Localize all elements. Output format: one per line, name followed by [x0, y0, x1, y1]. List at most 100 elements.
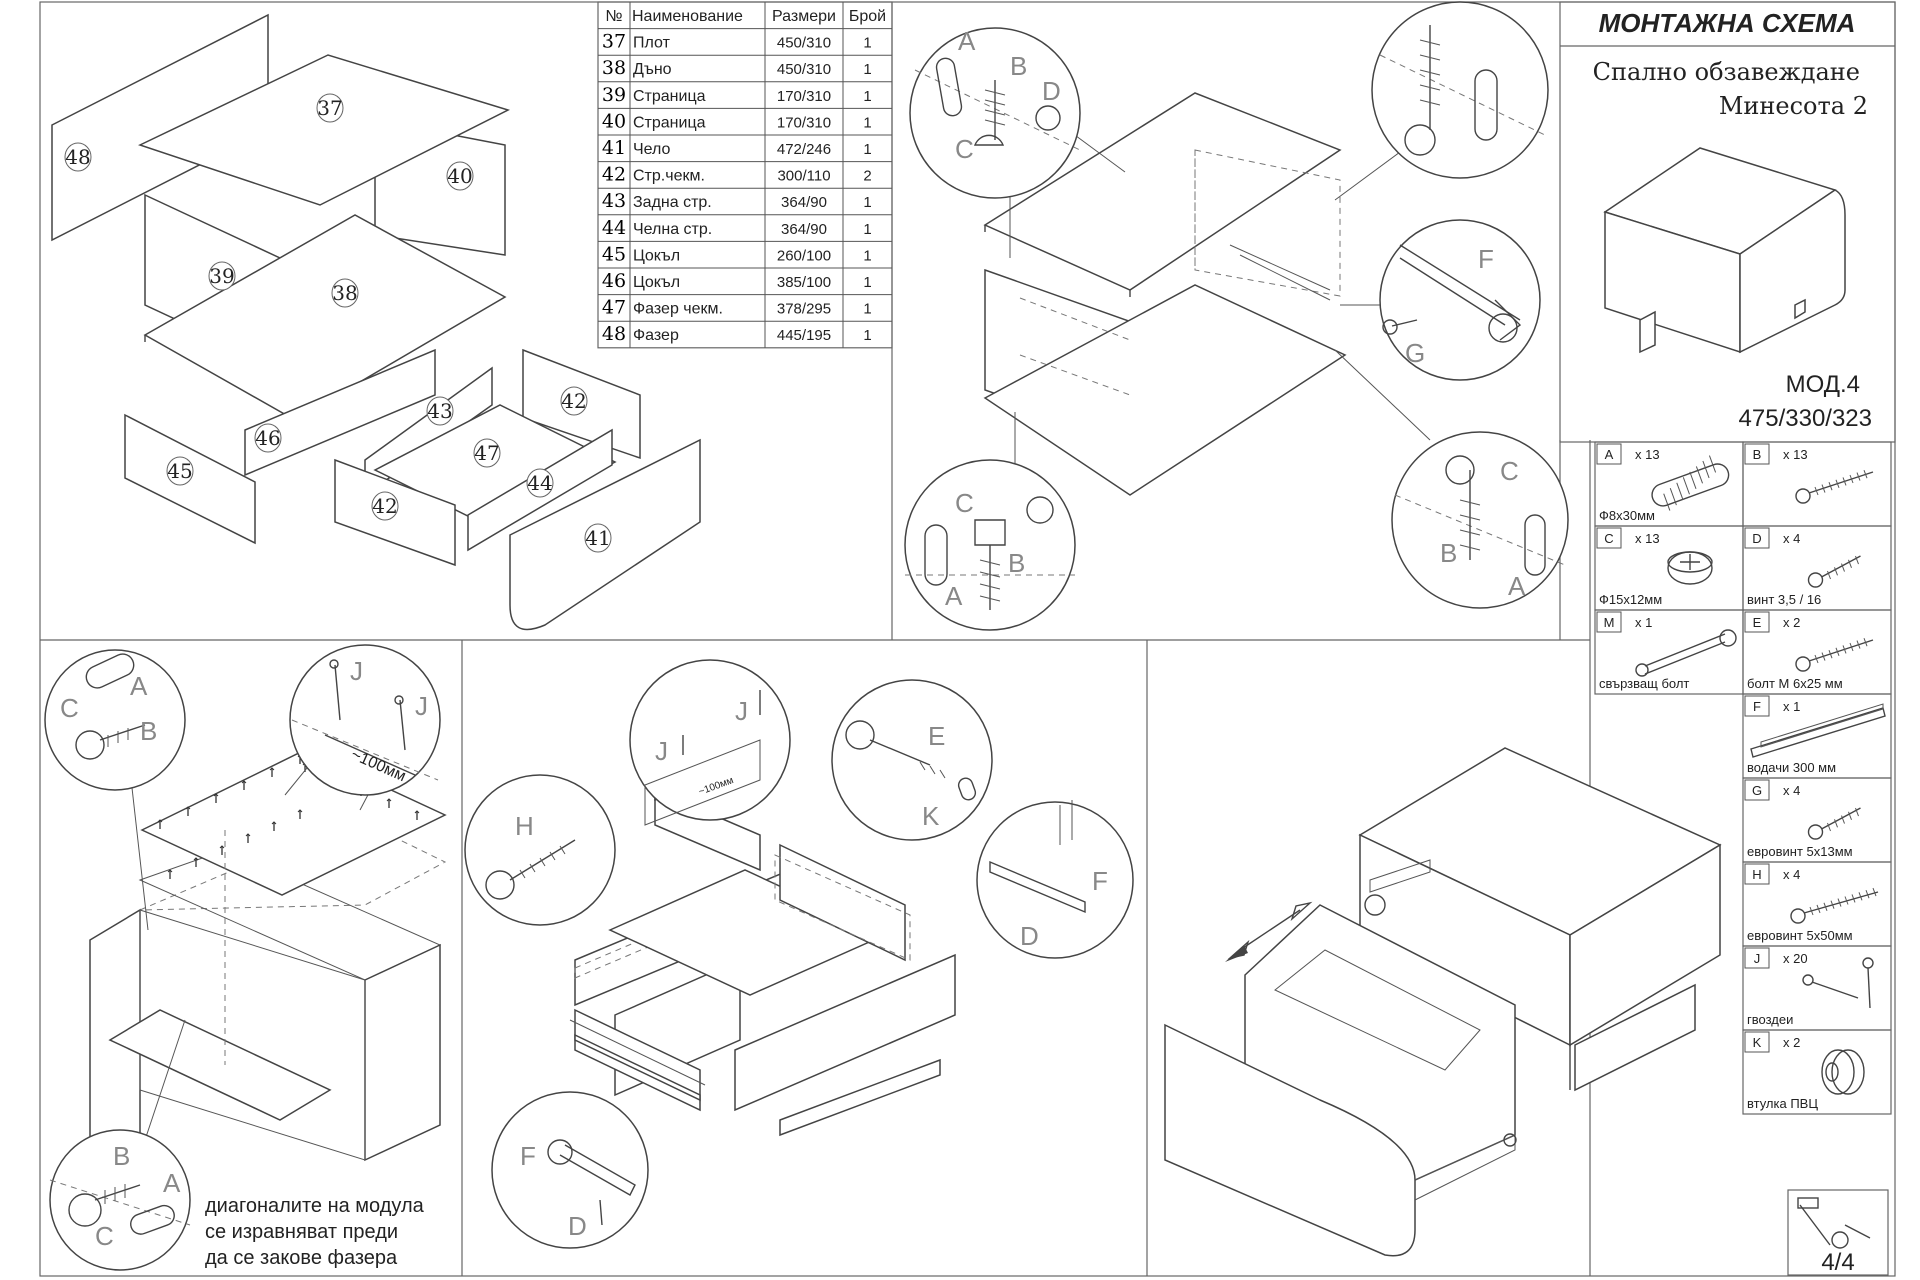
part-number-circle: [473, 438, 501, 468]
part-number-label: 39: [209, 264, 234, 288]
part-number-circle: [208, 261, 236, 291]
part-no: 38: [602, 57, 626, 79]
assembly-note: диагоналите на модула се изравняват пред…: [205, 1195, 425, 1269]
hardware-qty: x 2: [1783, 615, 1800, 630]
euroscrew-short-icon: [1807, 807, 1861, 840]
hardware-desc: болт М 6x25 мм: [1747, 676, 1843, 691]
detail-circle-screw-top-right: [1371, 1, 1549, 179]
screw-icon: [1807, 555, 1861, 588]
detail-circle-rail-mid: F D: [976, 800, 1134, 959]
detail-circle-rail: F G: [1379, 219, 1541, 381]
hardware-qty: x 4: [1783, 783, 1800, 798]
hardware-qty: x 1: [1783, 699, 1800, 714]
part-size: 170/310: [777, 114, 831, 131]
detail-letter: F: [1092, 866, 1108, 896]
part-name: Чело: [633, 141, 671, 158]
part-size: 450/310: [777, 61, 831, 78]
detail-circle-cam-bl: B A C: [49, 1129, 191, 1271]
detail-circle-bolt-e: E K: [831, 679, 993, 841]
part-name: Цокъл: [633, 274, 680, 291]
hardware-desc: свързващ болт: [1599, 676, 1689, 691]
part-no: 44: [602, 217, 626, 239]
part-size: 472/246: [777, 141, 831, 158]
hardware-qty: x 13: [1783, 447, 1808, 462]
module-dimensions: 475/330/323: [1739, 405, 1872, 432]
detail-circle-nails-drawer: J J ~100мм: [629, 659, 791, 826]
detail-letter: D: [568, 1211, 587, 1241]
detail-letter: B: [1010, 51, 1027, 81]
part-number-label: 46: [255, 426, 280, 450]
part-name: Задна стр.: [633, 194, 712, 211]
table-border: [597, 1, 893, 349]
part-no: 47: [602, 297, 626, 319]
part-qty: 1: [863, 221, 871, 238]
hardware-desc: винт 3,5 / 16: [1747, 592, 1821, 607]
detail-letter: C: [95, 1221, 114, 1251]
panel-38: [143, 214, 507, 421]
nail-arrow: [245, 833, 251, 837]
detail-letter: F: [520, 1141, 536, 1171]
detail-letter: C: [955, 134, 974, 164]
detail-letter: A: [130, 671, 148, 701]
nail-arrow: [414, 810, 420, 814]
note-line: да се закове фазера: [205, 1247, 398, 1269]
part-number-label: 42: [561, 389, 586, 413]
part-no: 43: [602, 190, 626, 212]
detail-letter: F: [1478, 244, 1494, 274]
detail-letter: B: [140, 716, 157, 746]
nail-arrow: [241, 780, 247, 784]
part-number-circle: [426, 396, 454, 426]
nail-arrow: [157, 819, 163, 823]
detail-letter: J: [735, 696, 748, 726]
part-number-label: 40: [447, 164, 472, 188]
dowel-icon: [1651, 455, 1730, 511]
detail-letter: B: [113, 1141, 130, 1171]
table-header: №: [605, 8, 622, 25]
part-name: Цокъл: [633, 247, 680, 264]
part-size: 445/195: [777, 327, 831, 344]
part-number-circle: [166, 456, 194, 486]
part-number-circle: [584, 523, 612, 553]
panel-37: [138, 54, 511, 206]
hardware-desc: втулка ПВЦ: [1747, 1096, 1818, 1111]
page-box: 4/4: [1787, 1189, 1889, 1276]
hardware-qty: x 20: [1783, 951, 1808, 966]
part-number-label: 38: [332, 281, 357, 305]
hardware-letter: M: [1604, 615, 1615, 630]
detail-circle-rail-bottom: F D: [491, 1091, 649, 1249]
detail-circle-euroscrew-h: H: [464, 774, 616, 926]
hardware-letter: K: [1753, 1035, 1762, 1050]
hardware-qty: x 1: [1635, 615, 1652, 630]
detail-letter: A: [1508, 571, 1526, 601]
hardware-qty: x 2: [1783, 1035, 1800, 1050]
part-number-circle: [316, 93, 344, 123]
part-no: 46: [602, 270, 626, 292]
detail-letter: D: [1020, 921, 1039, 951]
detail-circle-cam-right: C B A: [1391, 431, 1569, 609]
detail-letter: E: [928, 721, 945, 751]
hardware-letter: A: [1605, 447, 1614, 462]
part-size: 450/310: [777, 35, 831, 52]
detail-letter: A: [958, 26, 976, 56]
part-number-label: 45: [167, 459, 192, 483]
part-qty: 1: [863, 247, 871, 264]
drawer-rail-icon: [1750, 703, 1886, 758]
part-number-circle: [64, 142, 92, 172]
cam-lock-icon: [1667, 551, 1713, 585]
module-label: МОД.4: [1786, 371, 1860, 398]
part-qty: 1: [863, 88, 871, 105]
detail-letter: A: [945, 581, 963, 611]
detail-letter: K: [922, 801, 940, 831]
part-number-circle: [446, 161, 474, 191]
part-name: Стр.чекм.: [633, 168, 705, 185]
hardware-desc: гвоздеи: [1747, 1012, 1793, 1027]
